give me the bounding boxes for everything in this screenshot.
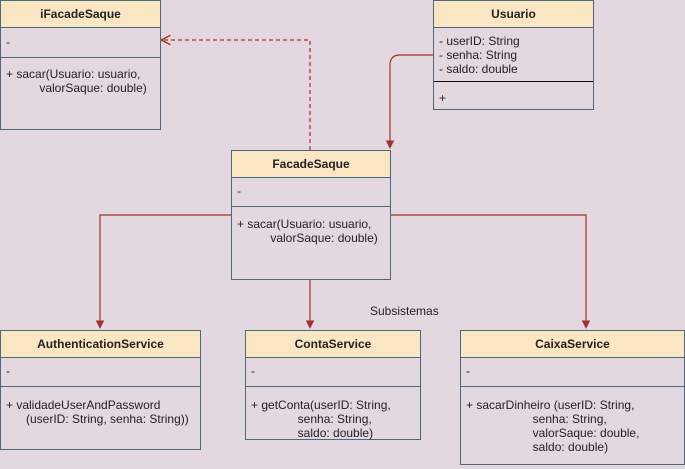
operation-line: + sacar(Usuario: usuario,: [6, 67, 141, 81]
attributes: -: [251, 364, 255, 378]
operation-line: valorSaque: double,: [466, 426, 640, 440]
operation-line: + sacar(Usuario: usuario,: [237, 217, 372, 231]
class-name: iFacadeSaque: [1, 1, 160, 28]
class-name: CaixaService: [461, 331, 684, 358]
operation-line: + validadeUserAndPassword: [6, 398, 161, 412]
class-facadesaque[interactable]: FacadeSaque - + sacar(Usuario: usuario, …: [231, 150, 391, 280]
class-caixaservice[interactable]: CaixaService - + sacarDinheiro (userID: …: [460, 330, 685, 465]
operation-line: saldo: double): [466, 440, 609, 454]
subsystems-label: Subsistemas: [370, 304, 439, 318]
divider: [1, 57, 160, 58]
attributes: -: [466, 364, 470, 378]
class-ifacadesaque[interactable]: iFacadeSaque - + sacar(Usuario: usuario,…: [0, 0, 161, 130]
operation-line: + getConta(userID: String,: [251, 398, 391, 412]
attributes: -: [237, 184, 241, 198]
operation-line: senha: String,: [251, 412, 372, 426]
divider: [1, 386, 200, 387]
attribute-line: - saldo: double: [439, 62, 518, 76]
facade-to-auth-arrow: [95, 214, 231, 329]
operation-line: senha: String,: [466, 412, 607, 426]
class-contaservice[interactable]: ContaService - + getConta(userID: String…: [245, 330, 421, 440]
facade-to-caixa-arrow: [390, 214, 591, 329]
divider: [246, 386, 420, 387]
divider: [461, 386, 684, 387]
operation-line: +: [439, 91, 447, 105]
operation-line: saldo: double): [251, 426, 374, 440]
attribute-line: - senha: String: [439, 48, 518, 62]
divider: [434, 81, 593, 82]
class-authenticationservice[interactable]: AuthenticationService - + validadeUserAn…: [0, 330, 201, 450]
attributes: -: [6, 364, 10, 378]
usuario-to-facade-arrow: [385, 54, 433, 149]
class-name: ContaService: [246, 331, 420, 358]
class-name: Usuario: [434, 1, 593, 28]
class-usuario[interactable]: Usuario - userID: String - senha: String…: [433, 0, 594, 110]
operation-line: valorSaque: double): [6, 81, 147, 95]
attribute-line: - userID: String: [439, 34, 520, 48]
class-name: FacadeSaque: [232, 151, 390, 178]
realization-arrow: [162, 40, 311, 150]
attributes: -: [6, 35, 10, 49]
class-name: AuthenticationService: [1, 331, 200, 358]
operation-line: valorSaque: double): [237, 231, 378, 245]
operation-line: (userID: String, senha: String)): [6, 412, 189, 426]
divider: [232, 206, 390, 207]
operation-line: + sacarDinheiro (userID: String,: [466, 398, 635, 412]
